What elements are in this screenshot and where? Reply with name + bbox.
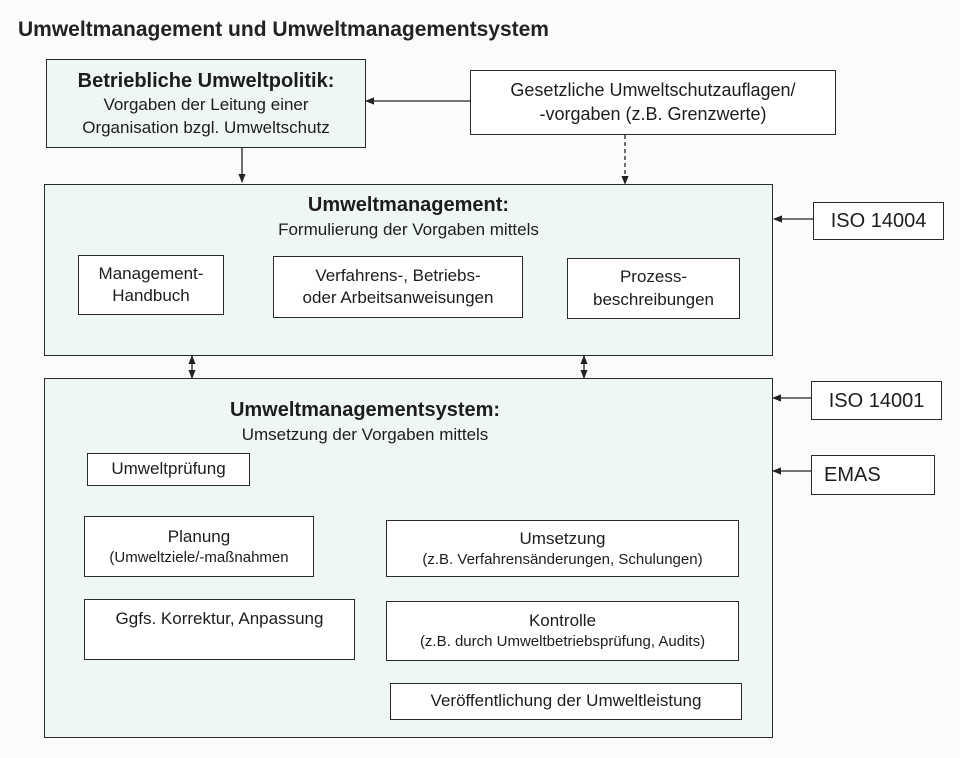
kontrolle-box: Kontrolle (z.B. durch Umweltbetriebsprüf… — [386, 601, 739, 661]
kontrolle-line2: (z.B. durch Umweltbetriebsprüfung, Audit… — [419, 633, 706, 651]
korrektur-box: Ggfs. Korrektur, Anpassung — [84, 599, 355, 660]
ums-subheading: Umsetzung der Vorgaben mittels — [241, 425, 489, 444]
policy-heading: Betriebliche Umweltpolitik: — [77, 70, 335, 93]
um-item-anweisungen-line2: oder Arbeitsanweisungen — [302, 288, 494, 307]
iso14001-label: ISO 14001 — [828, 389, 925, 412]
kontrolle-line1: Kontrolle — [528, 611, 597, 631]
um-item-handbuch-line2: Handbuch — [112, 286, 190, 305]
policy-line2: Organisation bzgl. Umweltschutz — [82, 117, 330, 137]
policy-line1: Vorgaben der Leitung einer — [103, 95, 309, 115]
umweltpruefung-box: Umweltprüfung — [87, 453, 250, 486]
um-heading: Umweltmanagement: — [307, 194, 510, 216]
umsetzung-line2: (z.B. Verfahrensänderungen, Schulungen) — [422, 550, 703, 568]
veroeffentlichung-label: Veröffentlichung der Umweltleistung — [430, 691, 702, 711]
planung-box: Planung (Umweltziele/-maßnahmen — [84, 516, 314, 577]
umweltpruefung-label: Umweltprüfung — [111, 459, 226, 479]
um-item-anweisungen-line1: Verfahrens-, Betriebs- — [315, 265, 481, 285]
um-subheading: Formulierung der Vorgaben mittels — [278, 220, 539, 239]
emas-label: EMAS — [824, 464, 881, 486]
legal-line2: -vorgaben (z.B. Grenzwerte) — [539, 103, 767, 124]
umsetzung-line1: Umsetzung — [519, 528, 606, 548]
legal-line1: Gesetzliche Umweltschutzauflagen/ — [510, 80, 796, 101]
planung-line1: Planung — [167, 526, 231, 546]
um-item-handbuch: Management- Handbuch — [78, 255, 224, 315]
umsetzung-box: Umsetzung (z.B. Verfahrensänderungen, Sc… — [386, 520, 739, 577]
legal-box: Gesetzliche Umweltschutzauflagen/ -vorga… — [470, 70, 836, 135]
veroeffentlichung-box: Veröffentlichung der Umweltleistung — [390, 683, 742, 720]
iso14001-box: ISO 14001 — [811, 381, 942, 420]
iso14004-label: ISO 14004 — [830, 210, 927, 232]
planung-line2: (Umweltziele/-maßnahmen — [109, 548, 289, 566]
emas-box: EMAS — [811, 455, 935, 495]
iso14004-box: ISO 14004 — [813, 202, 944, 240]
policy-box: Betriebliche Umweltpolitik: Vorgaben der… — [46, 59, 366, 148]
um-item-handbuch-line1: Management- — [98, 263, 204, 283]
korrektur-label: Ggfs. Korrektur, Anpassung — [115, 609, 324, 628]
um-item-anweisungen: Verfahrens-, Betriebs- oder Arbeitsanwei… — [273, 256, 523, 318]
um-item-prozess: Prozess- beschreibungen — [567, 258, 740, 319]
page-title: Umweltmanagement und Umweltmanagementsys… — [18, 18, 549, 41]
um-item-prozess-line1: Prozess- — [619, 267, 688, 287]
ums-heading: Umweltmanagementsystem: — [229, 399, 501, 421]
um-item-prozess-line2: beschreibungen — [593, 289, 714, 309]
